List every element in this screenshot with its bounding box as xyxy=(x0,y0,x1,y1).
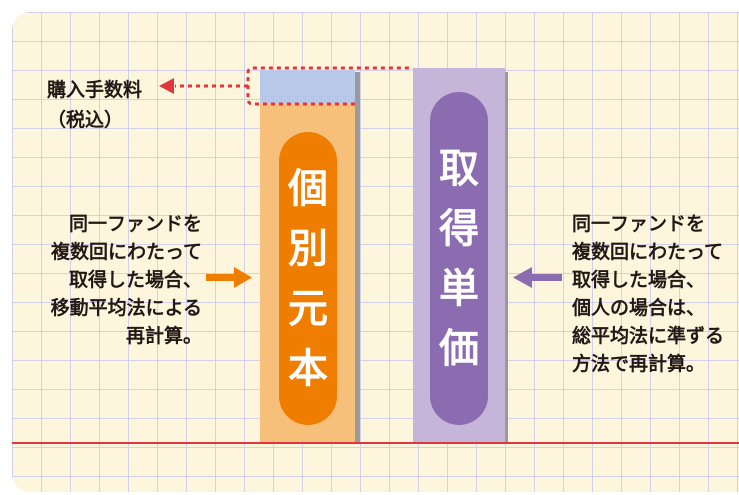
left-note-line: 再計算。 xyxy=(125,325,202,347)
right-note-line: 複数回にわたって xyxy=(572,241,724,263)
acquisition-price-pill: 取 得 単 価 xyxy=(430,92,488,425)
pill-char: 単 xyxy=(439,265,479,312)
left-note-line: 取得した場合、 xyxy=(68,269,202,291)
purchase-fee-label: 購入手数料 （税込） xyxy=(47,75,142,135)
pill-char: 本 xyxy=(288,345,328,392)
right-note-line: 方法で再計算。 xyxy=(572,353,706,375)
pill-char: 個 xyxy=(288,165,328,212)
pill-char: 価 xyxy=(439,325,479,372)
right-note-line: 個人の場合は、 xyxy=(572,297,706,319)
left-note-line: 移動平均法による xyxy=(50,297,202,319)
fee-block xyxy=(260,70,355,104)
grid-paper-background xyxy=(12,12,739,492)
individual-principal-pill: 個 別 元 本 xyxy=(279,132,337,425)
fee-dotted-outline xyxy=(246,66,413,106)
right-note-line: 総平均法に準ずる xyxy=(572,325,725,347)
fee-label-line: （税込） xyxy=(47,109,124,131)
pill-char: 取 xyxy=(439,145,479,192)
pill-char: 元 xyxy=(288,285,328,332)
fee-label-line: 購入手数料 xyxy=(47,79,143,101)
pill-char: 別 xyxy=(288,225,328,272)
right-explanation: 同一ファンドを 複数回にわたって 取得した場合、 個人の場合は、 総平均法に準ず… xyxy=(572,210,724,378)
left-explanation: 同一ファンドを 複数回にわたって 取得した場合、 移動平均法による 再計算。 xyxy=(51,210,202,350)
arrow-left-icon xyxy=(513,267,562,288)
left-note-line: 複数回にわたって xyxy=(50,241,202,263)
baseline xyxy=(12,442,739,444)
pill-char: 得 xyxy=(439,205,479,252)
right-note-line: 同一ファンドを xyxy=(572,213,706,235)
arrow-right-icon xyxy=(206,267,252,288)
left-note-line: 同一ファンドを xyxy=(68,213,202,235)
right-note-line: 取得した場合、 xyxy=(572,269,706,291)
arrow-left-icon xyxy=(159,78,174,94)
